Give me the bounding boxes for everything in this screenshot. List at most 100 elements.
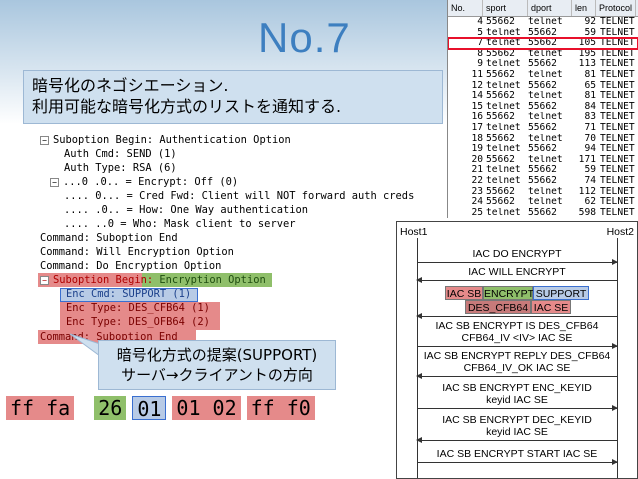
cell-sport: 55662 <box>486 17 515 27</box>
cell-protocol: TELNET <box>600 38 635 49</box>
cell-len: 105 <box>578 38 596 49</box>
cell-dport: telnet <box>528 133 563 144</box>
arrow-left <box>416 373 617 379</box>
col-no[interactable]: No. <box>448 0 483 16</box>
tree-row[interactable]: Command: Suboption End <box>40 232 178 244</box>
host2-lifeline <box>617 238 618 478</box>
cell-dport: 55662 <box>528 122 557 133</box>
col-protocol[interactable]: Protocol <box>596 0 636 16</box>
col-dport[interactable]: dport <box>528 0 572 16</box>
tree-row[interactable]: .... 0... = Cred Fwd: Client will NOT fo… <box>64 190 415 202</box>
callout-support: 暗号化方式の提案(SUPPORT) サーバ→クライアントの方向 <box>98 340 336 390</box>
tree-row-enc-type[interactable]: Enc Type: DES_CFB64 (1) <box>66 302 210 314</box>
collapse-icon[interactable]: − <box>40 135 49 145</box>
cell-sport: telnet <box>486 101 521 112</box>
msg-do-encrypt: IAC DO ENCRYPT <box>472 248 562 260</box>
tree-row[interactable]: .... ..0 = Who: Mask client to server <box>64 218 296 230</box>
collapse-icon[interactable]: − <box>40 275 49 285</box>
tree-row[interactable]: Command: Will Encryption Option <box>40 246 234 258</box>
cell-no: 12 <box>471 80 483 91</box>
cell-encrypt: ENCRYPT <box>483 286 534 300</box>
tree-row[interactable]: −Suboption Begin: Authentication Option <box>40 134 291 147</box>
cell-len: 71 <box>584 122 596 133</box>
tree-row-enc-cmd[interactable]: Enc Cmd: SUPPORT (1) <box>66 288 192 300</box>
hex-enc-types: 01 02 <box>172 396 241 420</box>
msg-start: IAC SB ENCRYPT START IAC SE <box>436 448 598 460</box>
arrow-left <box>416 437 617 443</box>
cell-protocol: TELNET <box>600 17 635 27</box>
cell-iac-se: IAC SE <box>531 300 571 314</box>
cell-no: 14 <box>471 91 483 102</box>
cell-dport: 55662 <box>528 165 557 176</box>
cell-protocol: TELNET <box>600 197 635 208</box>
tree-row-selected[interactable]: −Suboption Begin: Encryption Option <box>40 274 266 287</box>
host1-lifeline <box>417 238 418 478</box>
cell-len: 81 <box>584 91 596 102</box>
tree-row[interactable]: Auth Cmd: SEND (1) <box>64 148 177 160</box>
cell-no: 24 <box>471 197 483 208</box>
msg-dec-keyid-l1: IAC SB ENCRYPT DEC_KEYID <box>442 414 592 426</box>
cell-sport: telnet <box>486 207 521 218</box>
tree-row[interactable]: .... .0.. = How: One Way authentication <box>64 204 308 216</box>
arrow-right <box>417 259 618 265</box>
protocol-tree: −Suboption Begin: Authentication Option … <box>38 130 436 344</box>
msg-reply-l1: IAC SB ENCRYPT REPLY DES_CFB64 <box>423 350 611 362</box>
cell-protocol: TELNET <box>600 122 635 133</box>
tree-row[interactable]: Auth Type: RSA (6) <box>64 162 177 174</box>
cell-des-cfb64: DES_CFB64 <box>465 300 531 314</box>
cell-protocol: TELNET <box>600 101 635 112</box>
cell-no: 15 <box>471 101 483 112</box>
tree-row[interactable]: −...0 .0.. = Encrypt: Off (0) <box>50 176 238 189</box>
cell-sport: 55662 <box>486 154 515 165</box>
cell-len: 92 <box>584 17 596 27</box>
cell-no: 25 <box>471 207 483 218</box>
cell-len: 112 <box>578 186 596 197</box>
tree-row[interactable]: Command: Do Encryption Option <box>40 260 222 272</box>
cell-protocol: TELNET <box>600 175 635 186</box>
hex-encrypt: 26 <box>94 396 127 420</box>
cell-protocol: TELNET <box>600 133 635 144</box>
cell-sport: telnet <box>486 122 521 133</box>
arrow-right <box>417 343 618 349</box>
cell-dport: telnet <box>528 91 563 102</box>
cell-no: 17 <box>471 122 483 133</box>
callout-line-2: 利用可能な暗号化方式のリストを通知する. <box>32 97 342 116</box>
arrow-right <box>417 459 618 465</box>
cell-sport: 55662 <box>486 112 515 123</box>
packet-list-header: No. sport dport len Protocol <box>448 0 638 17</box>
cell-protocol: TELNET <box>600 207 635 218</box>
cell-sport: 55662 <box>486 133 515 144</box>
tree-row-enc-type[interactable]: Enc Type: DES_OFB64 (2) <box>66 316 210 328</box>
cell-protocol: TELNET <box>600 112 635 123</box>
cell-sport: telnet <box>486 144 521 155</box>
cell-dport: 55662 <box>528 59 557 70</box>
cell-sport: telnet <box>486 38 521 49</box>
col-len[interactable]: len <box>572 0 596 16</box>
msg-dec-keyid-l2: keyid IAC SE <box>486 426 548 438</box>
col-sport[interactable]: sport <box>483 0 528 16</box>
collapse-icon[interactable]: − <box>50 177 59 187</box>
cell-dport: 55662 <box>528 175 557 186</box>
cell-dport: telnet <box>528 48 563 59</box>
cell-no: 16 <box>471 112 483 123</box>
